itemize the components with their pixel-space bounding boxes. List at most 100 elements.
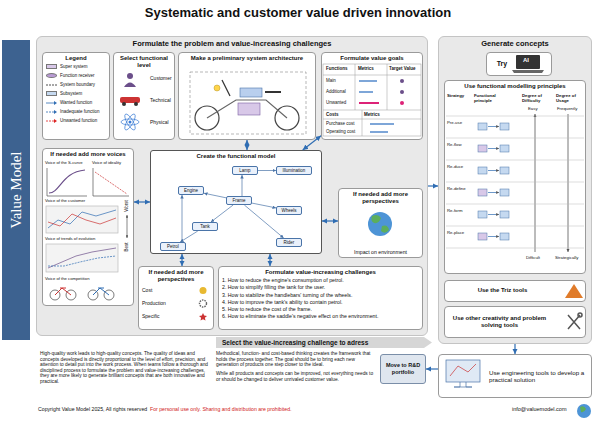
voice-label: Voice of trends of evolution: [45, 237, 95, 242]
level-icons: [120, 73, 140, 131]
step-box: If needed add more perspectives: [138, 266, 214, 330]
voice-charts: [127, 215, 128, 238]
function-node: Wheels: [276, 206, 302, 215]
perspective-label: Specific: [142, 314, 160, 320]
function-node: Frame: [226, 196, 252, 205]
scale-label: Easy: [528, 107, 538, 112]
function-node: Tank: [192, 222, 218, 231]
table-header: Degree of Difficulty: [522, 94, 549, 104]
node-heading: Use other creativity and problem solving…: [450, 315, 549, 329]
perspective-icons: [199, 313, 207, 321]
table-cell: Purchase cost: [326, 121, 355, 126]
value-goal-table: [359, 80, 377, 82]
note-text: While all products and concepts can be i…: [216, 371, 374, 382]
level-icons: [124, 83, 136, 88]
table-header: Strategy: [447, 94, 464, 99]
step-box: Use the Triz tools: [444, 280, 586, 302]
engineering-icon: [450, 364, 476, 376]
corner-globe: [577, 404, 591, 418]
legend-row: Function receiver: [46, 71, 106, 80]
node-heading: Engine: [184, 188, 198, 193]
principle-icon: [478, 189, 487, 196]
function-node: Illumination: [276, 166, 312, 175]
principle-table: [535, 114, 568, 252]
table-rule: [446, 248, 584, 249]
voice-charts: [48, 256, 116, 266]
value-goal-table: [370, 131, 388, 133]
architecture-sketch: [190, 72, 306, 134]
voice-label: Voice of the customer: [45, 199, 85, 204]
node-heading: Generate concepts: [442, 39, 588, 48]
connector: [211, 205, 233, 222]
voice-charts: [46, 206, 118, 233]
node-heading: Move to R&D portfolio: [384, 362, 422, 375]
connector: [322, 220, 338, 221]
voice-charts: [49, 170, 85, 193]
challenge-arrow: [216, 337, 432, 348]
node-heading: Formulate the problem and value-increasi…: [40, 39, 424, 48]
strategy-label: Re-flow: [447, 143, 462, 148]
level-label: Physical: [150, 120, 169, 126]
legend-row: Wanted function: [46, 98, 106, 107]
legend-row: Subsystem: [46, 89, 106, 98]
step-arrow-label: Select the value-increasing challenge to…: [222, 339, 368, 346]
strategy-label: Re-form: [447, 209, 463, 214]
principle-icon: [478, 123, 487, 130]
level-label: Technical: [150, 98, 171, 104]
level-icons: [120, 97, 140, 103]
connector: [204, 193, 226, 198]
level-icons: [134, 102, 138, 106]
function-node: Lamp: [232, 166, 258, 175]
connector: [303, 136, 321, 150]
title-band: Value Model: [2, 40, 30, 340]
level-icons: [122, 102, 126, 106]
architecture-sketch: [265, 91, 281, 93]
connector: [269, 254, 270, 266]
architecture-sketch: [190, 72, 306, 134]
legend-row: Inadequate function: [46, 107, 106, 116]
principle-icon: [478, 167, 487, 174]
principle-icon: [478, 233, 487, 240]
legend-line: [46, 84, 57, 85]
principle-icon: [500, 167, 509, 174]
legend-swatch: [46, 73, 57, 78]
level-icons: [123, 113, 137, 132]
table-cell: Additional: [326, 89, 346, 94]
legend-line: [46, 120, 54, 121]
legend-swatch: [46, 64, 57, 69]
connector: [244, 205, 283, 238]
table-cell: Metrics: [358, 66, 374, 71]
legend-row: Unwanted function: [46, 116, 106, 125]
table-cell: Unwanted: [326, 100, 346, 105]
laptop-icon: [516, 55, 540, 69]
node-heading: Use functional modelling principles: [448, 83, 582, 90]
table-rule: [446, 226, 584, 227]
node-heading: Formulate value-increasing challenges: [222, 269, 419, 276]
principle-arrow: [488, 148, 499, 149]
connector: [246, 140, 247, 150]
portfolio-box: Move to R&D portfolio: [380, 354, 426, 384]
strategy-label: Re-define: [447, 187, 466, 192]
architecture-sketch: [240, 88, 262, 97]
step-box: Use other creativity and problem solving…: [444, 306, 586, 338]
node-heading: Lamp: [239, 168, 250, 173]
principle-arrow: [488, 126, 499, 127]
step-box: Select functional level: [113, 52, 175, 140]
table-cell: Target Value: [389, 66, 415, 71]
node-heading: Frame: [232, 198, 245, 203]
screen-label: AI: [523, 57, 529, 64]
connector: [242, 175, 243, 196]
legend-line: [46, 102, 54, 103]
legend-text: System boundary: [60, 82, 95, 87]
level-icons: [127, 73, 133, 79]
legend-text: Unwanted function: [60, 118, 97, 123]
connector: [514, 344, 515, 354]
legend-text: Function receiver: [60, 73, 95, 78]
triz-icon: [565, 284, 583, 298]
legend-text: Super system: [60, 64, 88, 69]
table-cell: Functions: [326, 66, 348, 71]
principle-icon: [478, 211, 487, 218]
node-heading: If needed add more perspectives: [142, 269, 210, 283]
connector: [180, 231, 198, 242]
node-text: 2. How to simplify filling the tank for …: [222, 284, 419, 290]
